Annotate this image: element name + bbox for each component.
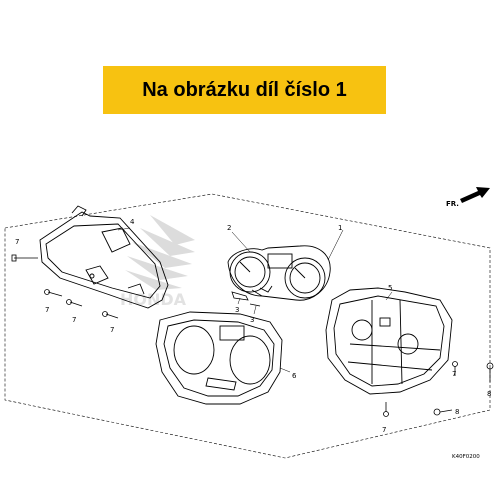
label-part-1: 1 [338,224,342,232]
lower-case-part-6 [155,311,283,405]
label-part-7b: 7 [45,306,49,314]
label-part-8b: 8 [455,408,459,416]
clip-parts-3 [231,289,263,307]
label-part-7c: 7 [72,316,76,324]
label-part-7e: 7 [452,370,456,378]
label-part-7d: 7 [110,326,114,334]
label-part-7a: 7 [15,238,19,246]
direction-label: FR. [446,200,459,208]
label-part-2: 2 [227,224,231,232]
label-part-5: 5 [388,284,392,292]
label-part-3a: 3 [235,306,239,314]
label-part-6: 6 [292,372,297,380]
screw-fasteners-7 [11,254,458,417]
label-part-3b: 3 [250,316,254,324]
label-part-4: 4 [130,218,135,226]
front-direction-arrow-icon: FR. [446,187,490,208]
title-banner: Na obrázku díl číslo 1 [103,66,386,114]
assembly-outline [4,193,491,459]
upper-cover-part-4 [39,205,169,309]
bolt-fasteners-8 [433,362,494,416]
label-part-8a: 8 [487,390,491,398]
banner-text: Na obrázku díl číslo 1 [142,78,347,101]
leader-lines [117,227,393,373]
meter-part-2 [227,245,331,301]
back-housing-part-5 [325,287,453,395]
label-part-7f: 7 [382,426,386,434]
honda-wing-watermark [125,215,195,290]
diagram-code: K40F0200 [452,454,480,460]
